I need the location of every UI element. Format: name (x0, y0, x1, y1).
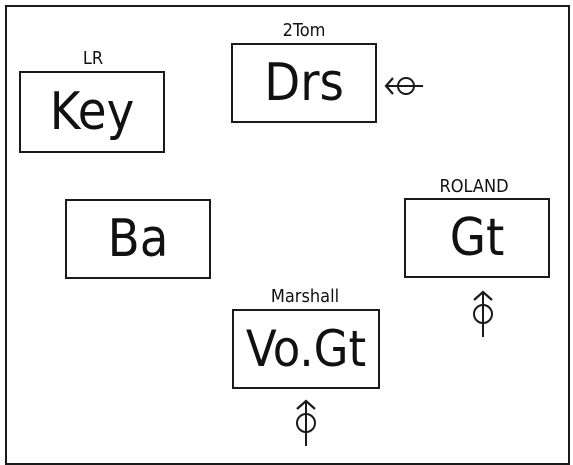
vogt-box: Vo.Gt (232, 309, 380, 389)
stage-plot: LR Key 2Tom Drs Ba ROLAND Gt Marshall Vo… (5, 5, 570, 465)
key-box: Key (19, 71, 165, 153)
drs-amp-label: 2Tom (282, 20, 326, 41)
mic-up-icon (473, 290, 493, 337)
vogt-amp-label: Marshall (270, 286, 340, 307)
key-amp-label: LR (82, 48, 104, 69)
drs-label: Drs (264, 53, 344, 113)
ba-label: Ba (107, 209, 169, 269)
mic-left-icon (384, 77, 423, 95)
gt-label: Gt (449, 208, 505, 268)
drs-box: Drs (231, 43, 377, 123)
gt-box: Gt (404, 198, 550, 278)
ba-box: Ba (65, 199, 211, 279)
mic-up-icon (296, 399, 316, 446)
vogt-label: Vo.Gt (245, 320, 367, 378)
gt-amp-label: ROLAND (439, 176, 509, 197)
key-label: Key (49, 82, 135, 142)
